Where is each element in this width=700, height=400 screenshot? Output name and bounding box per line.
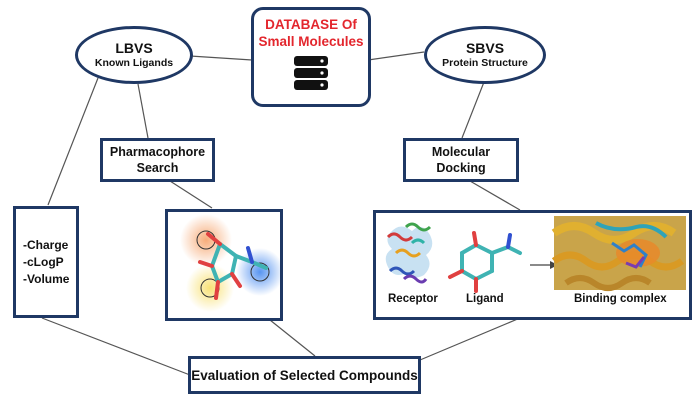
docking-line2: Docking <box>436 161 486 175</box>
evaluation-node: Evaluation of Selected Compounds <box>188 356 421 394</box>
binding-complex-label: Binding complex <box>574 293 667 305</box>
pharmacophore-molecule-image <box>180 214 280 312</box>
docking-image-panel: Receptor Ligand Binding complex <box>373 210 692 320</box>
sbvs-node: SBVS Protein Structure <box>424 26 546 84</box>
connector-lbvs-properties <box>47 77 99 206</box>
connector-docking-evaluation <box>419 317 521 361</box>
property-charge: -Charge <box>23 237 69 252</box>
binding-complex-image <box>551 216 686 291</box>
pharmacophore-line2: Search <box>136 161 179 175</box>
pharmacophore-image-panel <box>165 209 283 321</box>
database-icon <box>294 56 328 90</box>
pharmacophore-line1: Pharmacophore <box>109 145 206 159</box>
property-volume: -Volume <box>23 271 70 286</box>
ligand-label: Ligand <box>466 293 504 305</box>
docking-illustrations <box>385 216 686 293</box>
properties-node: -Charge -cLogP -Volume <box>13 206 79 318</box>
connector-properties-evaluation <box>41 317 191 376</box>
database-title-line1: DATABASE Of <box>265 17 357 32</box>
pharmacophore-search-node: Pharmacophore Search <box>100 138 215 182</box>
property-clogp: -cLogP <box>23 254 64 269</box>
receptor-label: Receptor <box>388 293 438 305</box>
arrow-icon <box>530 261 558 269</box>
connector-lbvs-pharmacophore <box>137 83 149 139</box>
database-node: DATABASE Of Small Molecules <box>251 7 371 107</box>
connector-pharmacophore-panel <box>169 180 213 209</box>
database-title-line2: Small Molecules <box>258 34 364 49</box>
connector-database-sbvs <box>367 51 425 61</box>
connector-pharmacophore-evaluation <box>269 319 316 357</box>
connector-lbvs-database <box>189 55 253 61</box>
lbvs-subtitle: Known Ligands <box>94 57 174 69</box>
database-title: DATABASE Of Small Molecules <box>258 16 363 50</box>
receptor-protein-image <box>385 222 433 284</box>
molecular-docking-node: Molecular Docking <box>403 138 519 182</box>
connector-docking-panel <box>469 180 521 211</box>
sbvs-subtitle: Protein Structure <box>442 57 528 69</box>
sbvs-title: SBVS <box>465 40 505 56</box>
lbvs-node: LBVS Known Ligands <box>75 26 193 84</box>
ligand-molecule-image <box>448 231 522 293</box>
lbvs-title: LBVS <box>115 40 153 56</box>
docking-line1: Molecular <box>431 145 491 159</box>
connector-sbvs-docking <box>461 81 485 139</box>
evaluation-label: Evaluation of Selected Compounds <box>191 367 418 383</box>
